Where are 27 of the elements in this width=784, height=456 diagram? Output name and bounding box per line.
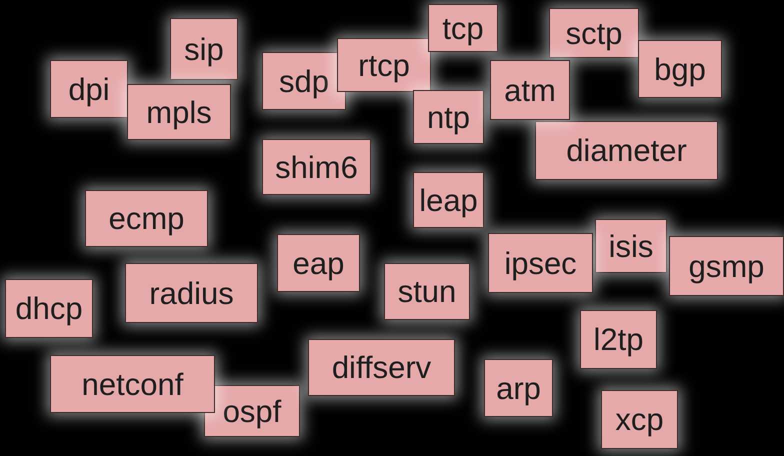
term-card: ospf [204,385,300,437]
term-card: arp [484,359,553,417]
term-card: sip [170,18,238,80]
term-card: ntp [413,90,484,144]
term-card: stun [384,263,470,320]
term-card: sdp [262,52,346,110]
term-card: ecmp [85,190,208,247]
term-card: mpls [127,84,231,140]
term-card: atm [490,60,570,120]
term-card: isis [595,219,667,273]
term-card: dpi [50,60,128,118]
term-card: bgp [638,40,722,98]
term-card: netconf [50,355,215,413]
term-card: sctp [549,8,639,58]
term-card: diffserv [308,339,455,396]
term-card: radius [125,263,258,323]
term-card: eap [277,234,360,292]
term-card: dhcp [5,279,93,338]
term-card: tcp [428,4,498,52]
term-card: xcp [601,390,678,449]
term-card: shim6 [262,139,371,195]
term-card: leap [413,172,484,228]
term-card: ipsec [488,233,593,293]
term-card: l2tp [580,310,657,369]
term-card: rtcp [337,38,431,92]
term-card: diameter [535,121,718,180]
term-card: gsmp [669,236,784,296]
